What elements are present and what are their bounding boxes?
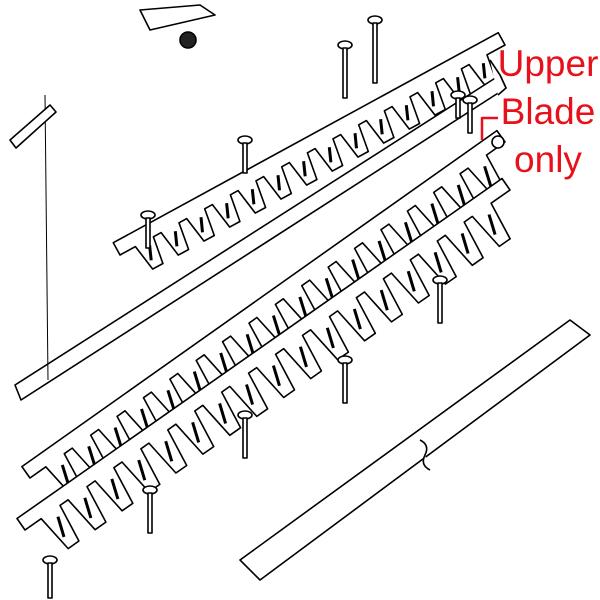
bolt	[342, 362, 348, 404]
bolt	[372, 22, 378, 84]
bolt	[147, 492, 153, 534]
tooth-slot	[250, 189, 256, 205]
upper-blade	[21, 129, 507, 498]
bolt	[242, 417, 248, 459]
tooth-slot	[379, 289, 389, 311]
bolt	[342, 47, 348, 99]
tooth-slot	[218, 402, 228, 424]
tooth-slot	[219, 352, 229, 374]
tooth-slot	[430, 91, 435, 107]
tooth-slot	[456, 77, 461, 93]
cover-notch	[419, 439, 431, 471]
tooth-slot	[377, 240, 387, 262]
tooth-slot	[225, 203, 230, 219]
bolt	[437, 282, 443, 324]
tooth-slot	[324, 277, 334, 299]
bearing	[179, 31, 197, 49]
tooth-slot	[487, 214, 497, 236]
tooth-slot	[245, 333, 255, 355]
tooth-slot	[137, 459, 147, 481]
tooth-slot	[298, 346, 308, 368]
tooth-slot	[460, 232, 470, 254]
tooth-slot	[404, 105, 410, 121]
bolt	[47, 562, 53, 599]
bolt	[145, 217, 151, 249]
tooth-slot	[298, 296, 308, 318]
blade-cover	[239, 319, 591, 581]
tooth-slot	[113, 427, 123, 449]
tooth-slot	[192, 371, 202, 393]
tooth-slot	[433, 251, 443, 273]
tooth-slot	[379, 119, 384, 135]
tooth-slot	[325, 327, 335, 349]
spacer-bar-end	[489, 59, 507, 96]
tooth-slot	[352, 308, 362, 330]
bolt-axis-line	[44, 94, 49, 381]
tooth-slot	[191, 421, 201, 443]
tooth-slot	[483, 165, 493, 187]
tooth-slot	[271, 365, 281, 387]
note-line-2: Blade	[500, 91, 596, 132]
tooth-slot	[110, 478, 120, 500]
connecting-rod	[139, 4, 216, 31]
tooth-slot	[456, 184, 466, 206]
tooth-slot	[166, 389, 176, 411]
tooth-slot	[353, 133, 358, 149]
note-line-3: only	[514, 139, 582, 180]
tooth-slot	[87, 445, 97, 467]
tooth-slot	[276, 175, 281, 191]
blade-pin	[491, 135, 505, 149]
note-line-1: Upper	[497, 43, 599, 84]
tooth-slot	[140, 408, 150, 430]
bolt	[455, 97, 461, 119]
tooth-slot	[406, 270, 416, 292]
tooth-slot	[60, 464, 71, 486]
tooth-slot	[327, 147, 333, 163]
tooth-slot	[245, 384, 255, 406]
tooth-slot	[430, 203, 440, 225]
tooth-slot	[199, 217, 204, 233]
tooth-slot	[173, 231, 179, 247]
tooth-slot	[481, 63, 487, 79]
tooth-slot	[351, 259, 361, 281]
note-leader	[480, 116, 498, 140]
tooth-slot	[56, 516, 66, 538]
tooth-slot	[164, 440, 174, 462]
lower-blade	[16, 177, 511, 550]
tooth-slot	[271, 315, 282, 337]
bolt	[242, 142, 248, 174]
bracket	[9, 104, 57, 149]
tooth-slot	[302, 161, 307, 177]
upper-blade-only-note: Upper Blade only	[496, 40, 600, 184]
bolt	[467, 102, 473, 134]
tooth-slot	[83, 497, 93, 519]
tooth-slot	[403, 221, 414, 243]
